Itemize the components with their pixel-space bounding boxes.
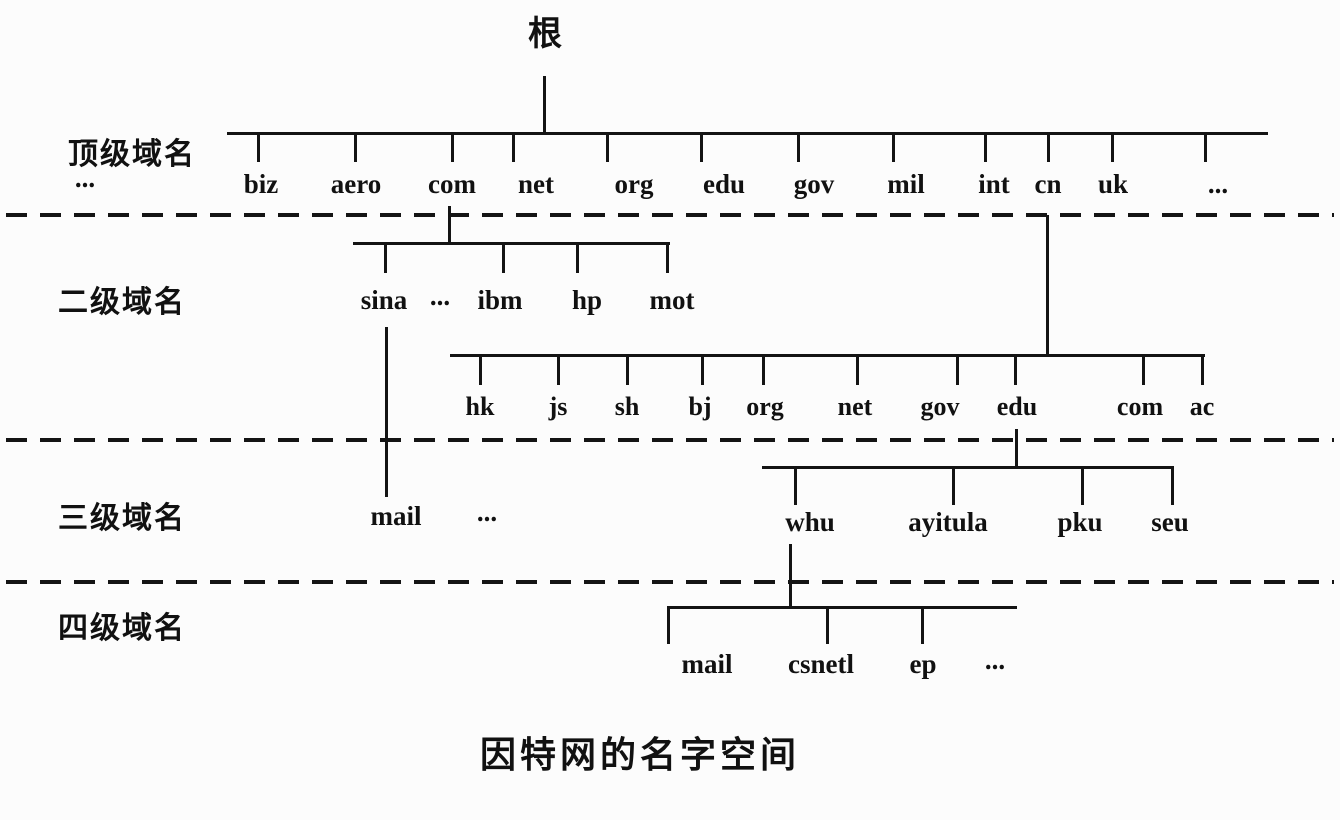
node-tld-int: int xyxy=(978,169,1010,199)
tick-tld-com xyxy=(451,134,454,162)
tick-tld-gov xyxy=(797,134,800,162)
node-tld-gov: gov xyxy=(793,169,835,199)
node-ep: ep xyxy=(909,649,937,679)
node-tld-org: org xyxy=(614,169,654,199)
node-net-cn: net xyxy=(837,392,873,421)
node-mot: mot xyxy=(649,285,695,315)
top-level-bar xyxy=(227,132,1268,135)
node-sh: sh xyxy=(614,392,640,421)
tick-sina xyxy=(384,244,387,273)
node-js: js xyxy=(548,392,568,421)
separator-level2-level3 xyxy=(6,438,1334,442)
tick-gov-cn xyxy=(956,356,959,385)
cn-children-bar xyxy=(450,354,1205,357)
tick-sh xyxy=(626,356,629,385)
node-hp: hp xyxy=(571,285,603,315)
node-tld-cn: cn xyxy=(1034,169,1062,199)
tick-net-cn xyxy=(856,356,859,385)
separator-level3-level4 xyxy=(6,580,1334,584)
tick-ep xyxy=(921,608,924,644)
tick-org-cn xyxy=(762,356,765,385)
tick-tld-more xyxy=(1204,134,1207,162)
tick-bj xyxy=(701,356,704,385)
node-edu-cn: edu xyxy=(996,392,1038,421)
tick-tld-aero xyxy=(354,134,357,162)
node-mail-sina: mail xyxy=(370,501,422,531)
node-csnetl: csnetl xyxy=(788,649,854,679)
node-sina-ellipsis: ... xyxy=(476,497,498,527)
sina-connector-line xyxy=(385,327,388,497)
tick-csnetl xyxy=(826,608,829,644)
node-org-cn: org xyxy=(746,392,784,421)
node-hk: hk xyxy=(465,392,495,421)
tick-pku xyxy=(1081,468,1084,505)
tick-tld-cn xyxy=(1047,134,1050,162)
tick-whu xyxy=(794,468,797,505)
node-com-ellipsis: ... xyxy=(429,281,451,311)
tick-ayitula xyxy=(952,468,955,505)
separator-level1-level2 xyxy=(6,213,1334,217)
tick-com-cn xyxy=(1142,356,1145,385)
tick-js xyxy=(557,356,560,385)
tick-seu xyxy=(1171,468,1174,505)
node-gov-cn: gov xyxy=(920,392,960,421)
row-label-second-level: 二级域名 xyxy=(58,286,186,319)
row-label-third-level: 三级域名 xyxy=(58,502,186,535)
node-tld-mil: mil xyxy=(887,169,925,199)
row-label-fourth-level: 四级域名 xyxy=(58,612,186,645)
edu-children-bar xyxy=(762,466,1174,469)
node-com-cn: com xyxy=(1116,392,1164,421)
com-children-bar xyxy=(353,242,670,245)
node-whu-ellipsis: ... xyxy=(984,645,1006,675)
node-mail-whu: mail xyxy=(681,649,733,679)
tick-tld-int xyxy=(984,134,987,162)
node-ibm: ibm xyxy=(477,285,523,315)
node-ac: ac xyxy=(1189,392,1215,421)
node-whu: whu xyxy=(785,507,835,537)
whu-connector-line xyxy=(789,544,792,608)
tick-tld-biz xyxy=(257,134,260,162)
tick-tld-edu xyxy=(700,134,703,162)
tick-tld-uk xyxy=(1111,134,1114,162)
tick-mail-whu xyxy=(667,608,670,644)
tick-tld-net xyxy=(512,134,515,162)
node-sina: sina xyxy=(360,285,408,315)
tick-ac xyxy=(1201,356,1204,385)
node-tld-edu: edu xyxy=(702,169,746,199)
tick-tld-mil xyxy=(892,134,895,162)
tick-ibm xyxy=(502,244,505,273)
node-tld-biz: biz xyxy=(243,169,279,199)
whu-children-bar xyxy=(667,606,1017,609)
root-node-label: 根 xyxy=(528,16,562,53)
edu-cn-connector-line xyxy=(1015,429,1018,468)
node-tld-com: com xyxy=(428,169,476,199)
tick-tld-org xyxy=(606,134,609,162)
diagram-caption: 因特网的名字空间 xyxy=(479,735,801,775)
node-ayitula: ayitula xyxy=(908,507,988,537)
cn-connector-line xyxy=(1046,215,1049,356)
tick-mot xyxy=(666,244,669,273)
node-tld-aero: aero xyxy=(330,169,382,199)
row-label-top-level: 顶级域名 xyxy=(68,138,196,171)
node-pku: pku xyxy=(1057,507,1103,537)
node-bj: bj xyxy=(688,392,712,421)
node-seu: seu xyxy=(1151,507,1189,537)
com-connector-line xyxy=(448,206,451,244)
node-tld-net: net xyxy=(518,169,554,199)
node-tld-more: ... xyxy=(1207,169,1229,199)
node-tld-uk: uk xyxy=(1097,169,1129,199)
tick-hp xyxy=(576,244,579,273)
top-level-ellipsis-left: ... xyxy=(74,163,96,193)
root-connector-line xyxy=(543,76,546,134)
tick-hk xyxy=(479,356,482,385)
tick-edu-cn xyxy=(1014,356,1017,385)
